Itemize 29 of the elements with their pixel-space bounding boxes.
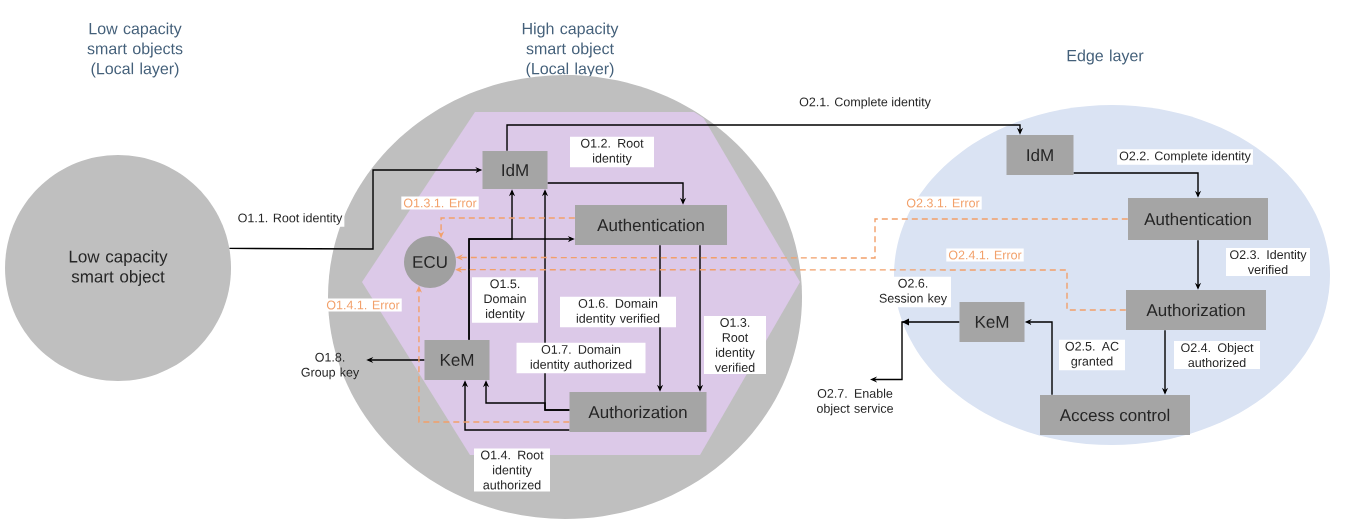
edge-label: O1.7. Domain identity authorized <box>516 342 646 374</box>
arrow <box>506 124 1024 152</box>
edge-label: O1.5. Domain identity <box>472 277 538 323</box>
edge-label: O1.2. Root identity <box>570 136 654 168</box>
output-label: O1.8. Group key <box>301 352 360 380</box>
process-box: Authentication <box>575 205 727 245</box>
edge-label: O2.6. Session key <box>875 276 951 308</box>
edge-label: O1.1. Root identity <box>235 211 345 227</box>
process-box: Authorization <box>569 392 707 432</box>
process-box: Access control <box>1040 395 1190 435</box>
edge-label: O1.4. Root identity authorized <box>474 448 550 492</box>
edge-label: O2.3. Identity verified <box>1226 247 1310 277</box>
process-box: Authentication <box>1128 198 1268 240</box>
edge-label: O2.1. Complete identity <box>797 95 933 111</box>
process-box: KeM <box>959 302 1025 342</box>
process-box: KeM <box>424 340 490 380</box>
edge-label: O2.2. Complete identity <box>1117 149 1253 165</box>
process-box: Authorization <box>1126 290 1266 330</box>
edge-label: O1.6. Domain identity verified <box>560 296 676 328</box>
layer-heading: Low capacity smart objects (Local layer) <box>87 22 183 78</box>
edge-label: O2.4. Object authorized <box>1174 340 1260 370</box>
process-box: IdM <box>482 151 548 189</box>
output-label: O2.7. Enable object service <box>816 388 893 416</box>
edge-label: O1.3. Root identity verified <box>704 316 766 374</box>
layer-heading: Edge layer <box>1067 49 1144 65</box>
layer-heading: High capacity smart object (Local layer) <box>522 22 619 78</box>
edge-label: O2.5. AC granted <box>1059 339 1125 371</box>
arrow <box>870 318 960 383</box>
process-box: IdM <box>1006 135 1074 175</box>
